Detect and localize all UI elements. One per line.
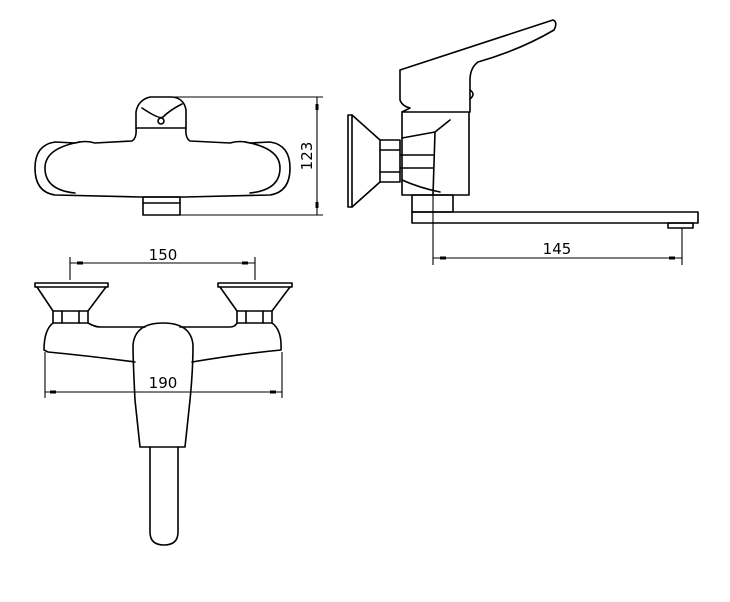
dim-arrow <box>440 256 446 260</box>
side-view-body <box>401 111 470 196</box>
top-view-body <box>34 96 291 198</box>
front-view: 150 190 <box>34 246 293 546</box>
side-view-spout <box>411 211 699 224</box>
side-view-body-detail <box>401 119 451 193</box>
dim-arrow <box>315 104 319 110</box>
front-view-lever-stem <box>149 446 179 546</box>
dim-190-label: 190 <box>149 374 178 392</box>
dim-arrow <box>315 202 319 208</box>
side-view-wall-plate <box>347 114 353 208</box>
side-view-aerator <box>667 222 694 229</box>
front-view-body <box>43 322 282 363</box>
front-view-handle <box>132 322 194 448</box>
top-view-left-end <box>44 141 81 194</box>
dim-arrow <box>50 390 56 394</box>
front-view-left-flange <box>34 282 109 288</box>
dim-arrow <box>77 261 83 265</box>
top-view-indicator-icon <box>157 117 165 125</box>
front-view-right-nut <box>236 310 273 324</box>
top-view-right-end <box>244 141 281 194</box>
side-view-body-line <box>432 131 436 196</box>
dim-arrow <box>242 261 248 265</box>
top-view-handle-curve <box>141 103 183 119</box>
top-view: 123 <box>34 96 323 216</box>
dim-150-label: 150 <box>149 246 178 264</box>
dim-arrow <box>669 256 675 260</box>
dim-123-label: 123 <box>298 142 316 171</box>
dim-145-label: 145 <box>543 240 572 258</box>
side-view-flange-cone <box>351 114 381 208</box>
side-view-lever <box>399 19 557 113</box>
top-view-outlet <box>142 196 181 216</box>
dim-arrow <box>270 390 276 394</box>
side-view: 145 <box>347 19 699 265</box>
side-view-lever-pin <box>469 89 474 100</box>
side-view-nut <box>379 139 401 183</box>
front-view-right-cone <box>219 286 291 312</box>
front-view-left-cone <box>36 286 107 312</box>
front-view-left-nut <box>52 310 89 324</box>
front-view-right-flange <box>217 282 293 288</box>
